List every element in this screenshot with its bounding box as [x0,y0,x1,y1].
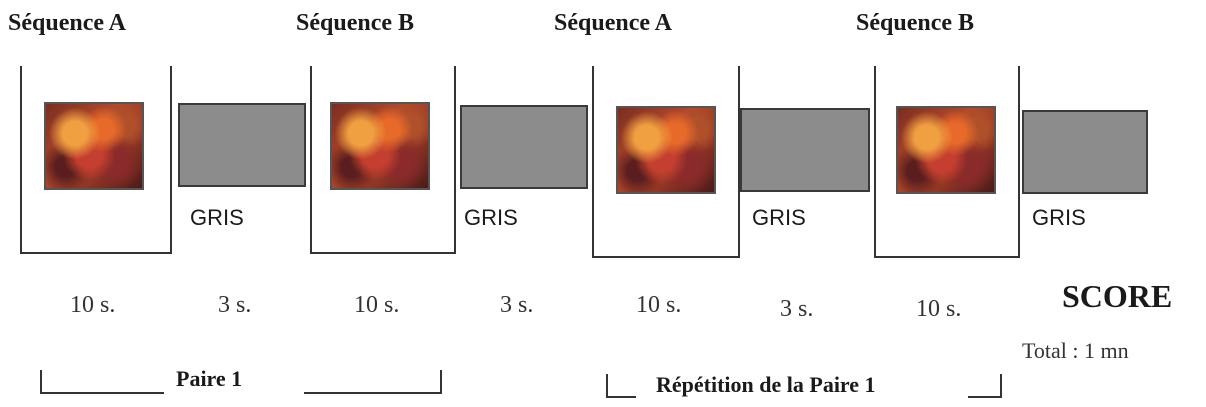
sequence-frame-1 [20,66,172,254]
bracket-rep-right-line [968,396,1002,398]
gris-label-2: GRIS [464,205,518,230]
duration-gray-3: 3 s. [780,296,814,322]
gray-screen-3 [740,108,870,192]
sequence-frame-4 [874,66,1020,258]
sequence-a-title-2: Séquence A [554,10,673,36]
gris-label-3: GRIS [752,205,806,230]
sequence-b-title-1: Séquence B [296,10,415,36]
duration-seq-1: 10 s. [70,292,116,318]
bracket-rep-right-edge [1000,374,1002,398]
gray-screen-4 [1022,110,1148,194]
sequence-frame-2 [310,66,456,254]
stimulus-image [896,106,996,194]
sequence-a-title-1: Séquence A [8,10,127,36]
sequence-b-title-2: Séquence B [856,10,975,36]
bracket-rep-left-line [606,396,636,398]
bracket-rep-left-edge [606,374,608,398]
gray-screen-2 [460,105,588,189]
bracket-pair-right-line [304,392,442,394]
gray-screen-1 [178,103,306,187]
score-title: SCORE [1062,278,1173,314]
duration-seq-4: 10 s. [916,296,962,322]
stimulus-image [616,106,716,194]
gris-label-4: GRIS [1032,205,1086,230]
stimulus-image [330,102,430,190]
gris-label-1: GRIS [190,205,244,230]
repetition-label: Répétition de la Paire 1 [656,372,876,397]
pair-label: Paire 1 [176,366,243,391]
sequence-frame-3 [592,66,740,258]
duration-gray-2: 3 s. [500,292,534,318]
stimulus-image [44,102,144,190]
duration-seq-3: 10 s. [636,292,682,318]
duration-gray-1: 3 s. [218,292,252,318]
score-total: Total : 1 mn [1022,338,1129,363]
duration-seq-2: 10 s. [354,292,400,318]
bracket-pair-left-line [40,392,164,394]
bracket-pair-right-edge [440,370,442,394]
bracket-pair-left-edge [40,370,42,394]
